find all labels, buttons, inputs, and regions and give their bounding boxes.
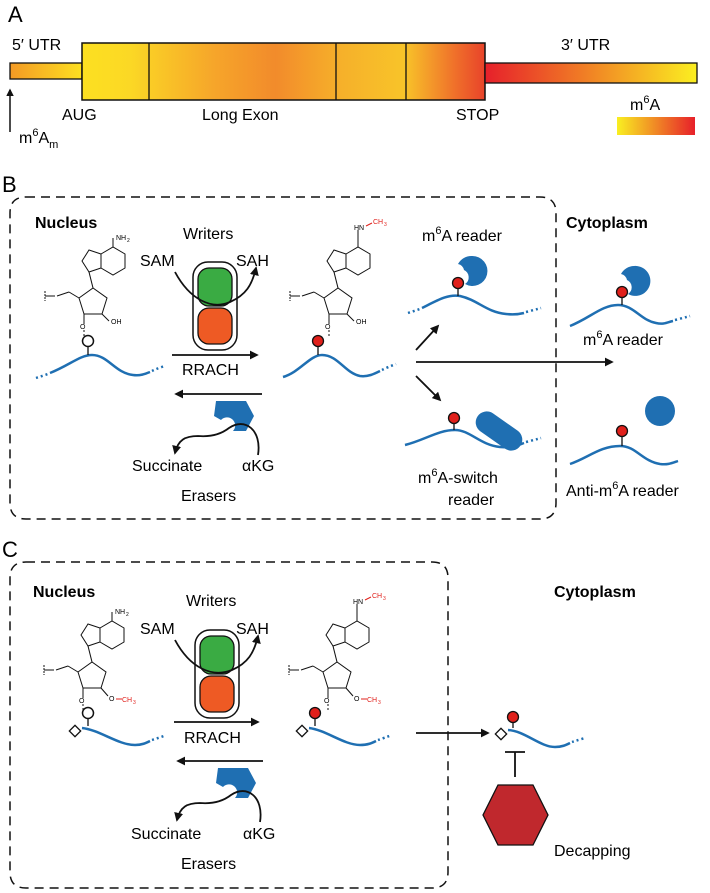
akg-label-c: αKG	[243, 826, 275, 843]
sah-label-c: SAH	[236, 621, 269, 638]
cytoplasm-label-c: Cytoplasm	[554, 584, 636, 601]
svg-text:2: 2	[126, 612, 129, 618]
writer-complex-c	[194, 629, 240, 719]
nucleus-box-b	[9, 196, 557, 520]
utr3-segment	[484, 62, 698, 84]
nucleus-label-c: Nucleus	[33, 584, 95, 601]
svg-text:HN: HN	[354, 225, 364, 232]
svg-text:O: O	[80, 324, 86, 331]
svg-text:NH: NH	[116, 235, 126, 242]
stop-label: STOP	[456, 107, 499, 124]
m6a-switch-reader	[404, 411, 542, 451]
panel-b-label: B	[2, 172, 17, 197]
erasers-label-c: Erasers	[181, 856, 236, 873]
anti-m6a-reader	[569, 396, 679, 466]
svg-text:NH: NH	[115, 609, 125, 616]
anti-m6a-reader-label: Anti-m6A reader	[566, 480, 680, 500]
arrow-to-reader	[415, 324, 440, 351]
coding-region	[81, 42, 486, 101]
rrach-label-c: RRACH	[184, 730, 241, 747]
rrach-label-b: RRACH	[182, 362, 239, 379]
svg-text:3: 3	[384, 222, 387, 228]
svg-text:CH: CH	[367, 697, 377, 704]
akg-label-b: αKG	[242, 458, 274, 475]
svg-text:O: O	[325, 324, 331, 331]
utr5-label: 5′ UTR	[12, 37, 61, 54]
svg-text:O: O	[79, 698, 85, 705]
m6a-reader-label-top: m6A reader	[422, 225, 503, 245]
aug-label: AUG	[62, 107, 97, 124]
long-exon-label: Long Exon	[202, 107, 279, 124]
m6a-legend-label: m6A	[630, 94, 660, 114]
sam-to-sah-arrow-c	[174, 634, 261, 674]
svg-text:CH: CH	[373, 219, 383, 226]
svg-text:O: O	[354, 696, 360, 703]
succinate-label-c: Succinate	[131, 826, 201, 843]
svg-text:CH: CH	[122, 697, 132, 704]
writer-complex-b	[192, 261, 238, 351]
akg-to-succinate-arrow-b	[172, 423, 260, 456]
m6a-reader-label-cyto: m6A reader	[583, 329, 664, 349]
rna-m6am-cytoplasm-c	[494, 710, 586, 749]
svg-text:O: O	[109, 696, 115, 703]
sam-label-c: SAM	[140, 621, 175, 638]
svg-text:HN: HN	[353, 599, 363, 606]
svg-text:2: 2	[127, 238, 130, 244]
unmodified-a-site	[81, 334, 95, 348]
nucleus-box-c	[9, 561, 449, 889]
am-site	[81, 706, 95, 720]
svg-text:3: 3	[383, 596, 386, 602]
writers-label-c: Writers	[186, 593, 236, 610]
rna-am-capped-c	[68, 706, 165, 747]
decapping-enzyme	[482, 784, 549, 846]
panel-c-label: C	[2, 537, 18, 562]
utr3-label: 3′ UTR	[561, 37, 610, 54]
panel-a-label: A	[8, 2, 23, 27]
m6a-reader-nuclear	[407, 255, 542, 316]
m6a-mark	[311, 334, 325, 348]
sah-label-b: SAH	[236, 253, 269, 270]
sam-to-sah-arrow-b	[174, 266, 259, 306]
succinate-label-b: Succinate	[132, 458, 202, 475]
erasers-label-b: Erasers	[181, 488, 236, 505]
switch-reader-label-2: reader	[448, 492, 495, 509]
svg-text:OH: OH	[356, 319, 367, 326]
rna-m6am-capped-c	[295, 706, 393, 747]
svg-text:OH: OH	[111, 319, 122, 326]
svg-text:O: O	[324, 698, 330, 705]
akg-to-succinate-arrow-c	[174, 790, 262, 823]
svg-text:CH: CH	[372, 593, 382, 600]
arrow-to-switch-reader	[415, 375, 442, 402]
rna-m6a-b	[282, 334, 397, 379]
nucleus-label-b: Nucleus	[35, 215, 97, 232]
writers-label-b: Writers	[183, 226, 233, 243]
m6am-label: m6Am	[19, 127, 58, 151]
m6a-gradient-legend	[617, 117, 695, 135]
svg-text:3: 3	[133, 700, 136, 706]
rna-unmodified-b	[35, 334, 166, 380]
switch-reader-label: m6A-switch	[418, 467, 498, 487]
m6a-reader-cytoplasm	[569, 265, 691, 328]
cytoplasm-label-b: Cytoplasm	[566, 215, 648, 232]
sam-label-b: SAM	[140, 253, 175, 270]
decapping-label: Decapping	[554, 843, 631, 860]
svg-text:3: 3	[378, 700, 381, 706]
m6am-mark	[308, 706, 322, 720]
utr5-segment	[9, 62, 83, 80]
